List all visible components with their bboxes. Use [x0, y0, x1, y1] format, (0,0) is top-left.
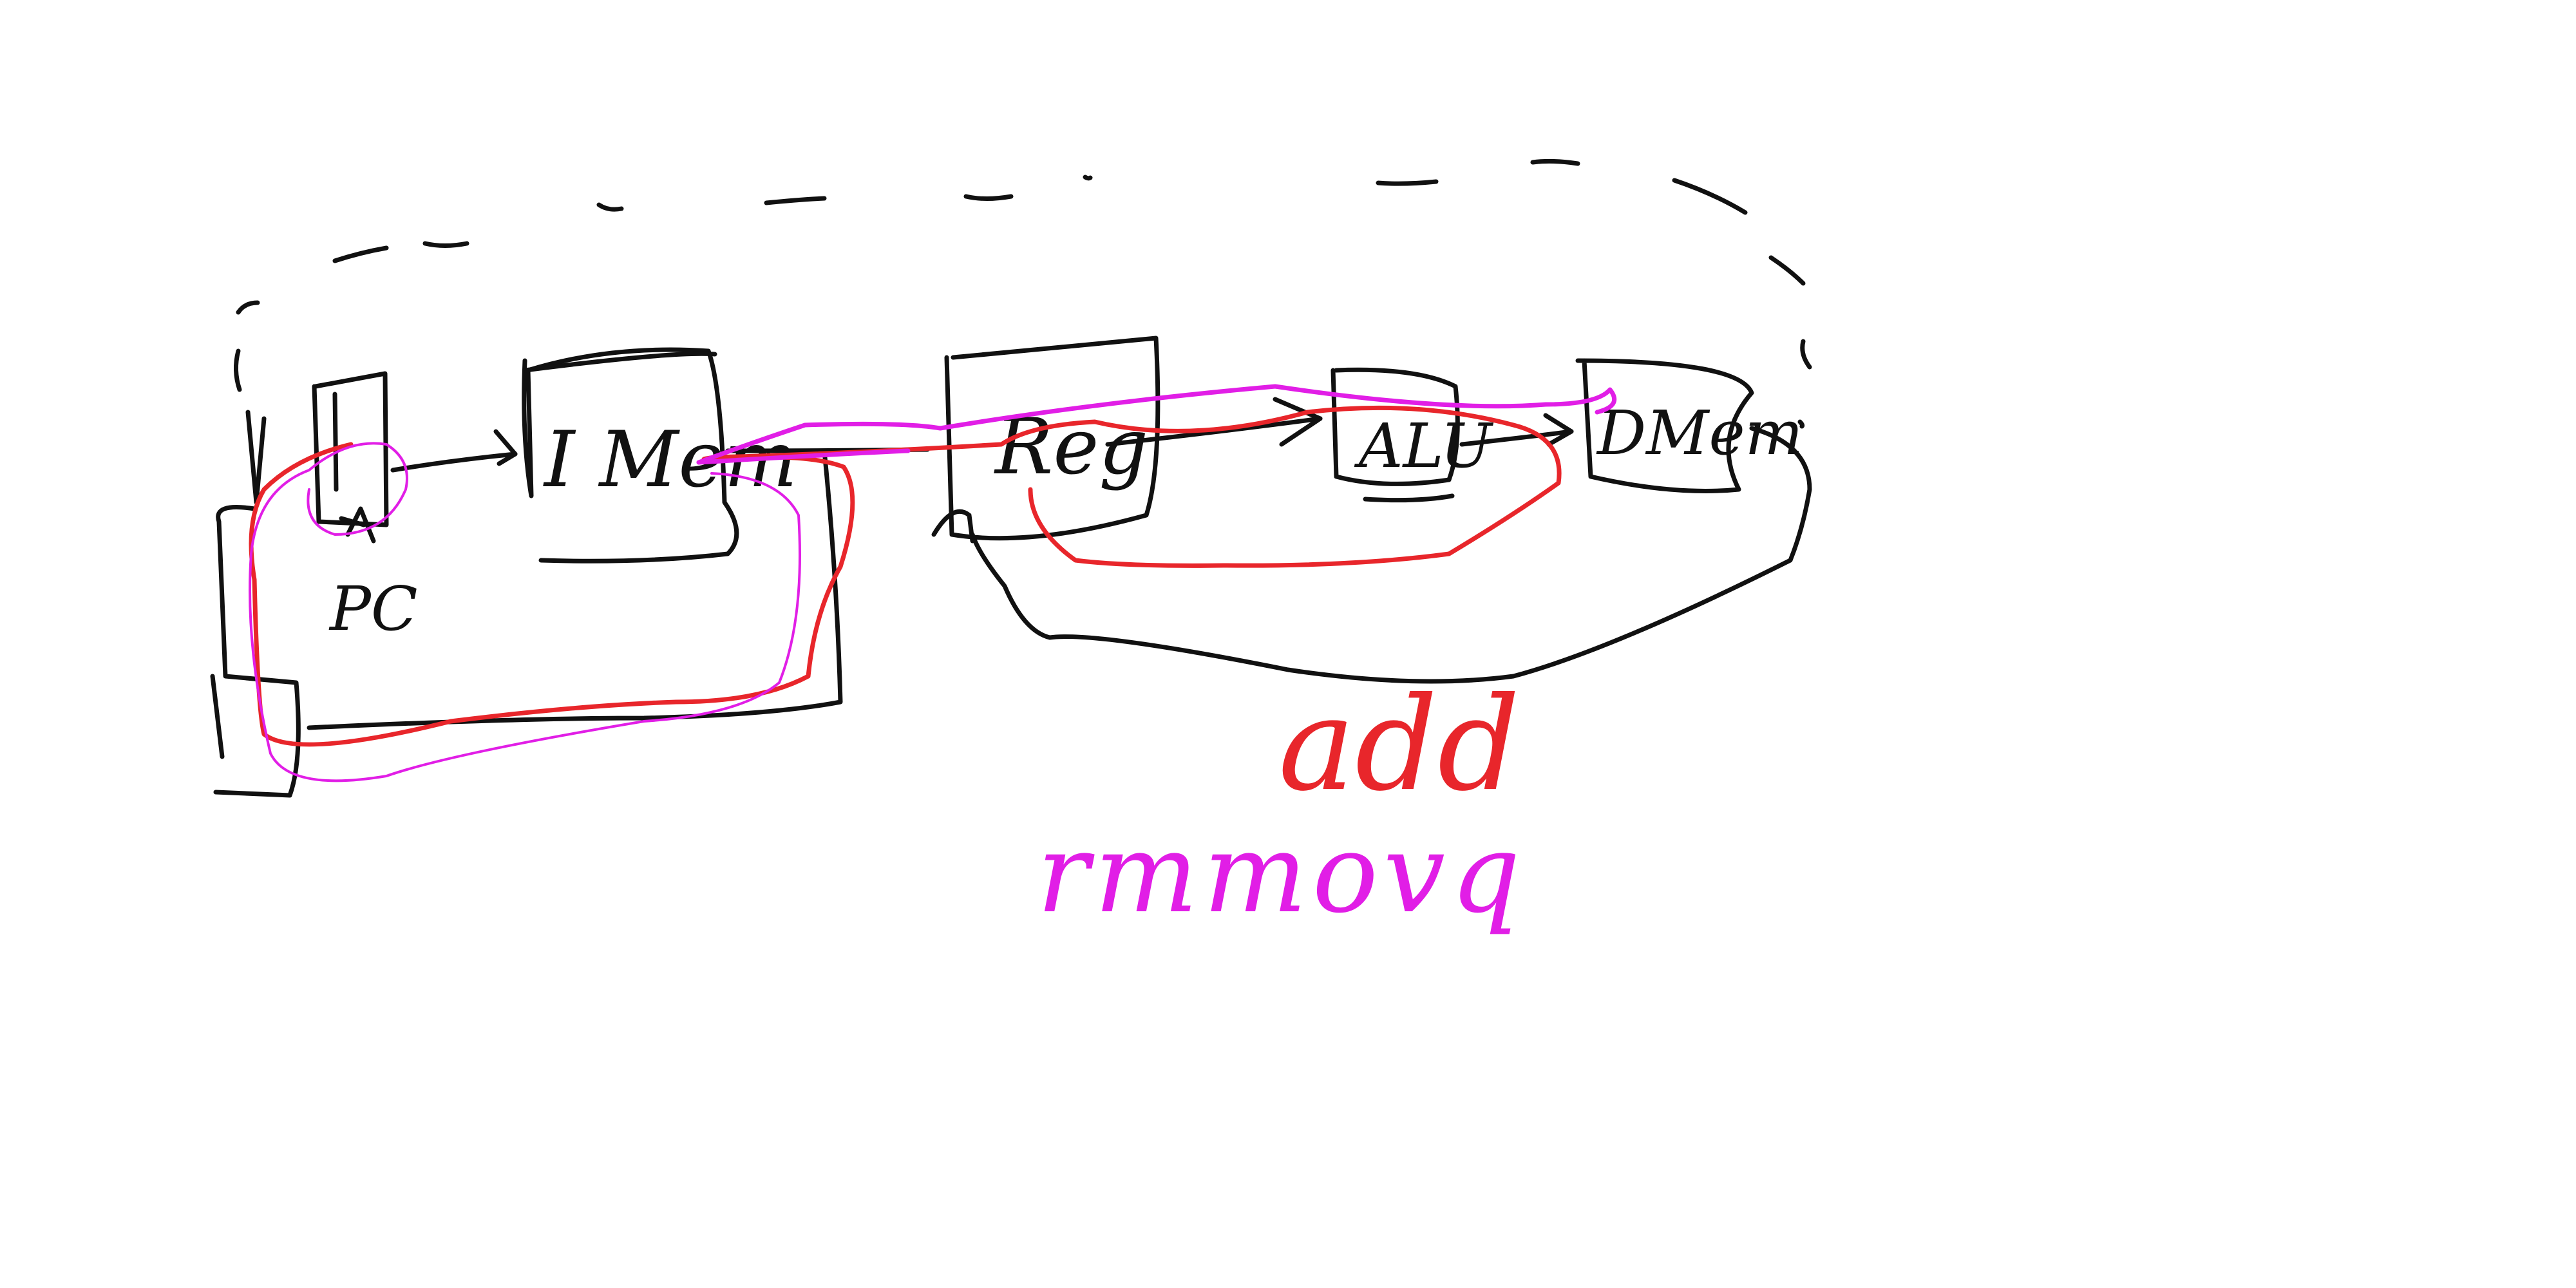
arrow-reg-to-alu: [1105, 397, 1323, 447]
pc-block: PC: [245, 371, 418, 645]
add-label: add: [1278, 670, 1520, 820]
writeback-loop: [970, 426, 1812, 684]
feedback-arc-dashed: [234, 158, 1812, 429]
pc-label: PC: [328, 574, 418, 645]
alu-label: ALU: [1354, 411, 1493, 482]
reg-block: Reg: [931, 336, 1160, 544]
arrow-alu-to-dmem: [1459, 413, 1574, 447]
dmem-block: DMem: [1575, 358, 1803, 493]
alu-block: ALU: [1331, 367, 1493, 503]
arrow-pc-to-imem: [390, 429, 518, 473]
rmmovq-path-magenta: rmmovq: [249, 384, 1617, 938]
rmmovq-label: rmmovq: [1037, 810, 1526, 938]
